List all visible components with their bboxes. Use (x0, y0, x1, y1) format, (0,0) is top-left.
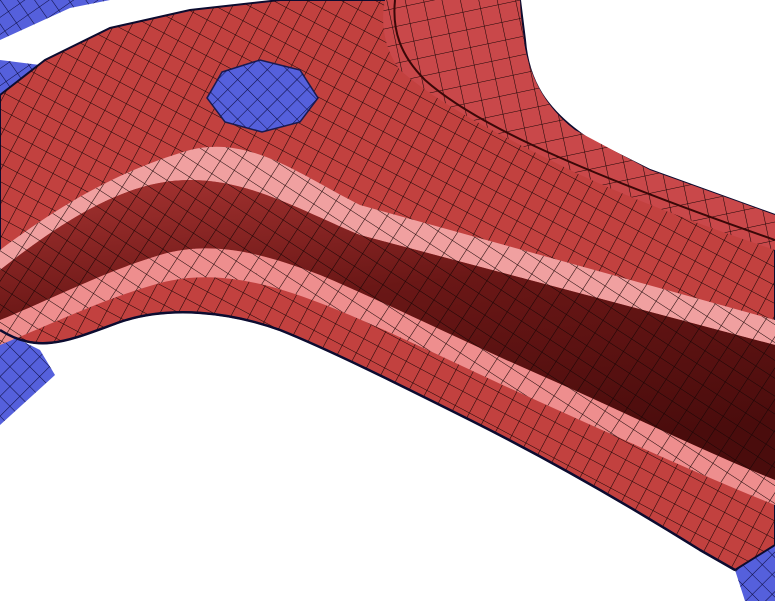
blue-flange-right (735, 545, 775, 601)
hub-boss (383, 0, 775, 250)
blue-flange-bottom-left (0, 330, 55, 425)
blue-hole-patch (206, 59, 319, 133)
rib-channel (0, 146, 775, 505)
shell-lower-edge (0, 311, 736, 572)
